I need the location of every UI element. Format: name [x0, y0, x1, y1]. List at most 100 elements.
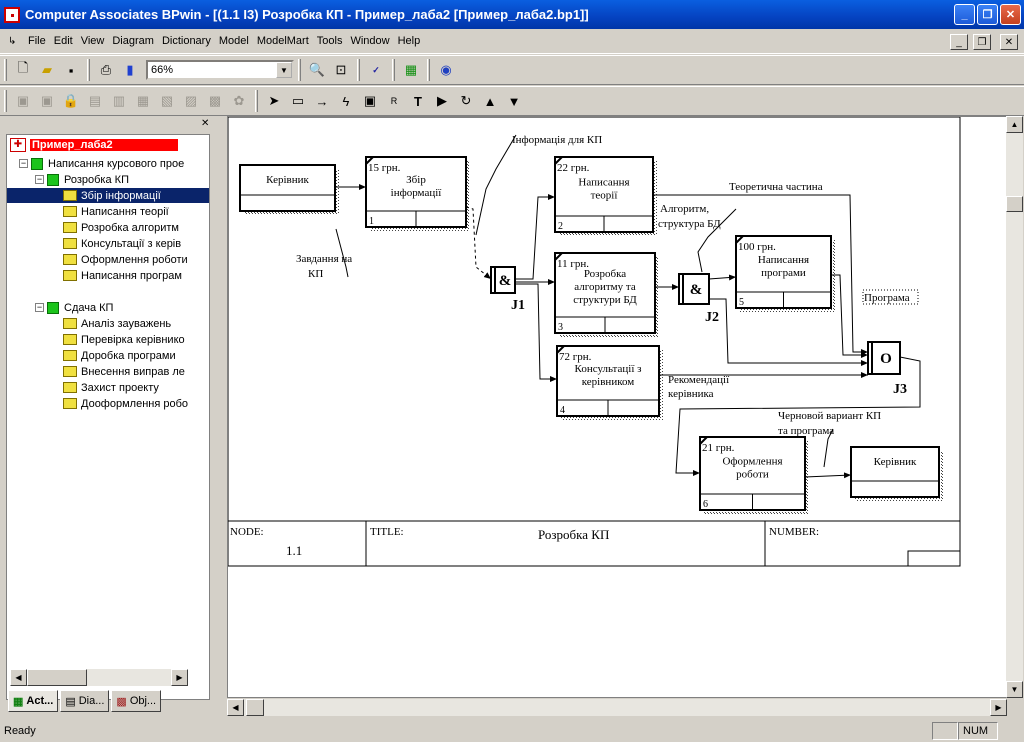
explorer-tabs: ▦Act... ▤Dia... ▩Obj... — [8, 690, 163, 714]
document-icon[interactable]: ↳ — [8, 35, 17, 47]
menu-diagram[interactable]: Diagram — [112, 35, 154, 47]
number-label: NUMBER: — [769, 526, 819, 538]
tab-objects[interactable]: ▩Obj... — [111, 690, 162, 712]
tree-leaf-item[interactable]: Доробка програми — [63, 348, 176, 363]
collapse-icon[interactable]: − — [19, 158, 28, 168]
model-explorer-icon[interactable]: ▦ — [404, 62, 418, 77]
squiggle-tool-icon[interactable]: ϟ — [342, 93, 350, 109]
mdi-restore-button[interactable]: ❐ — [973, 34, 991, 50]
pointer-tool-icon[interactable]: ➤ — [268, 93, 280, 108]
scroll-thumb[interactable] — [246, 699, 264, 716]
arrow-tool-icon[interactable]: → — [315, 93, 329, 109]
color-icon[interactable]: ▮ — [126, 62, 134, 77]
zoom-in-icon[interactable]: 🔍 — [308, 62, 326, 77]
text-tool-icon[interactable]: T — [414, 93, 422, 109]
zoom-fit-icon[interactable]: ⊡ — [335, 62, 347, 77]
tree-leaf-item[interactable]: Написання програм — [63, 268, 182, 283]
menu-window[interactable]: Window — [350, 35, 390, 47]
menu-model[interactable]: Model — [218, 35, 249, 47]
activity-number: 4 — [560, 405, 565, 416]
tree-leaf-label: Доробка програми — [81, 349, 176, 362]
spellcheck-icon[interactable]: ✓ — [372, 64, 380, 75]
maximize-button[interactable]: ❐ — [977, 4, 998, 25]
collapse-icon[interactable]: − — [35, 174, 44, 184]
modelmart-icon[interactable]: ◉ — [440, 62, 452, 77]
tree-leaf-item[interactable]: Захист проекту — [63, 380, 159, 395]
up-arrow-icon[interactable]: ▲ — [483, 93, 497, 109]
tree-leaf-label: Розробка алгоритм — [81, 221, 179, 234]
close-button[interactable]: ✕ — [1000, 4, 1021, 25]
disabled-tool-icon: ▩ — [208, 93, 222, 108]
activity-name: Консультації з — [575, 363, 642, 375]
scroll-left-icon[interactable]: ◀ — [10, 669, 27, 686]
tree-root[interactable]: ✚ Пример_лаба2 — [10, 137, 178, 152]
junction-label: J1 — [511, 298, 525, 313]
tree-leaf-item[interactable]: Оформлення роботи — [63, 252, 188, 267]
activity-box-tool-icon[interactable]: ▭ — [291, 93, 305, 108]
tree-node-development[interactable]: − Розробка КП — [35, 173, 129, 186]
menu-dictionary[interactable]: Dictionary — [161, 35, 211, 47]
zoom-select[interactable]: 66% ▼ — [146, 60, 294, 80]
tree-leaf-item[interactable]: Консультації з керів — [63, 236, 181, 251]
menu-edit[interactable]: Edit — [53, 35, 73, 47]
diagram-frame — [228, 117, 961, 567]
tree-node-submission[interactable]: − Сдача КП — [35, 301, 114, 314]
canvas-vscrollbar[interactable]: ▲ ▼ — [1006, 116, 1023, 698]
menu-modelmart[interactable]: ModelMart — [256, 35, 309, 47]
rotate-icon[interactable]: ↻ — [460, 93, 472, 108]
tree-leaf-item[interactable]: Дооформлення робо — [63, 396, 188, 411]
canvas-hscrollbar[interactable]: ◀ ▶ — [227, 699, 1007, 716]
activity-tree: ✚ Пример_лаба2 − Написання курсового про… — [6, 134, 210, 700]
close-icon[interactable]: ✕ — [201, 118, 210, 129]
resize-grip[interactable] — [998, 722, 1020, 740]
tree-node-writing-course[interactable]: − Написання курсового прое — [19, 157, 185, 170]
leaf-activity-icon — [63, 238, 77, 249]
mdi-minimize-button[interactable]: _ — [950, 34, 968, 50]
new-file-icon[interactable]: 🗋 — [17, 60, 29, 75]
node-label: NODE: — [230, 526, 264, 538]
app-icon[interactable] — [4, 6, 20, 23]
tree-leaf-item[interactable]: Збір інформації — [7, 188, 209, 203]
status-cell — [932, 722, 958, 740]
menu-view[interactable]: View — [80, 35, 105, 47]
tree-leaf-item[interactable]: Внесення виправ ле — [63, 364, 185, 379]
collapse-icon[interactable]: − — [35, 302, 44, 312]
scroll-thumb[interactable] — [27, 669, 87, 686]
arrow-label-program: Програма — [864, 292, 910, 304]
scroll-right-icon[interactable]: ▶ — [990, 699, 1007, 716]
open-folder-icon[interactable]: ▰ — [42, 62, 52, 77]
menu-help[interactable]: Help — [397, 35, 421, 47]
reference-tool-icon[interactable]: R — [390, 96, 398, 106]
play-icon[interactable]: ▶ — [437, 93, 447, 108]
menu-tools[interactable]: Tools — [316, 35, 343, 47]
tree-leaf-item[interactable]: Перевірка керівнико — [63, 332, 185, 347]
box-corner — [554, 252, 563, 261]
chevron-down-icon[interactable]: ▼ — [276, 62, 292, 78]
tree-leaf-item[interactable]: Написання теорії — [63, 204, 169, 219]
arrow-j2-to-program — [708, 274, 737, 281]
tree-leaf-item[interactable]: Аналіз зауважень — [63, 316, 171, 331]
tab-activities[interactable]: ▦Act... — [8, 690, 59, 712]
menu-file[interactable]: File — [28, 35, 46, 47]
disabled-tool-icon: ▥ — [112, 93, 126, 108]
activity-name: Розробка — [584, 268, 626, 280]
tab-diagrams[interactable]: ▤Dia... — [60, 690, 110, 712]
mdi-close-button[interactable]: ✕ — [1000, 34, 1018, 50]
diagram-tool-icon[interactable]: ▣ — [363, 93, 377, 108]
down-arrow-icon[interactable]: ▼ — [507, 93, 521, 109]
minimize-button[interactable]: _ — [954, 4, 975, 25]
scroll-left-icon[interactable]: ◀ — [227, 699, 244, 716]
scroll-thumb[interactable] — [1006, 196, 1023, 212]
tree-hscrollbar[interactable]: ◀ ▶ — [10, 669, 188, 686]
scroll-up-icon[interactable]: ▲ — [1006, 116, 1023, 133]
arrow-label-theory: Теоретична частина — [729, 181, 823, 193]
save-icon[interactable]: ▪ — [68, 62, 74, 78]
print-icon[interactable]: ⎙ — [100, 62, 112, 77]
scroll-right-icon[interactable]: ▶ — [171, 669, 188, 686]
disabled-tool-icon: ✿ — [233, 93, 245, 108]
junction-box — [867, 341, 901, 375]
arrow-theory-to-j3 — [653, 194, 868, 355]
tree-leaf-item[interactable]: Розробка алгоритм — [63, 220, 179, 235]
scroll-down-icon[interactable]: ▼ — [1006, 681, 1023, 698]
